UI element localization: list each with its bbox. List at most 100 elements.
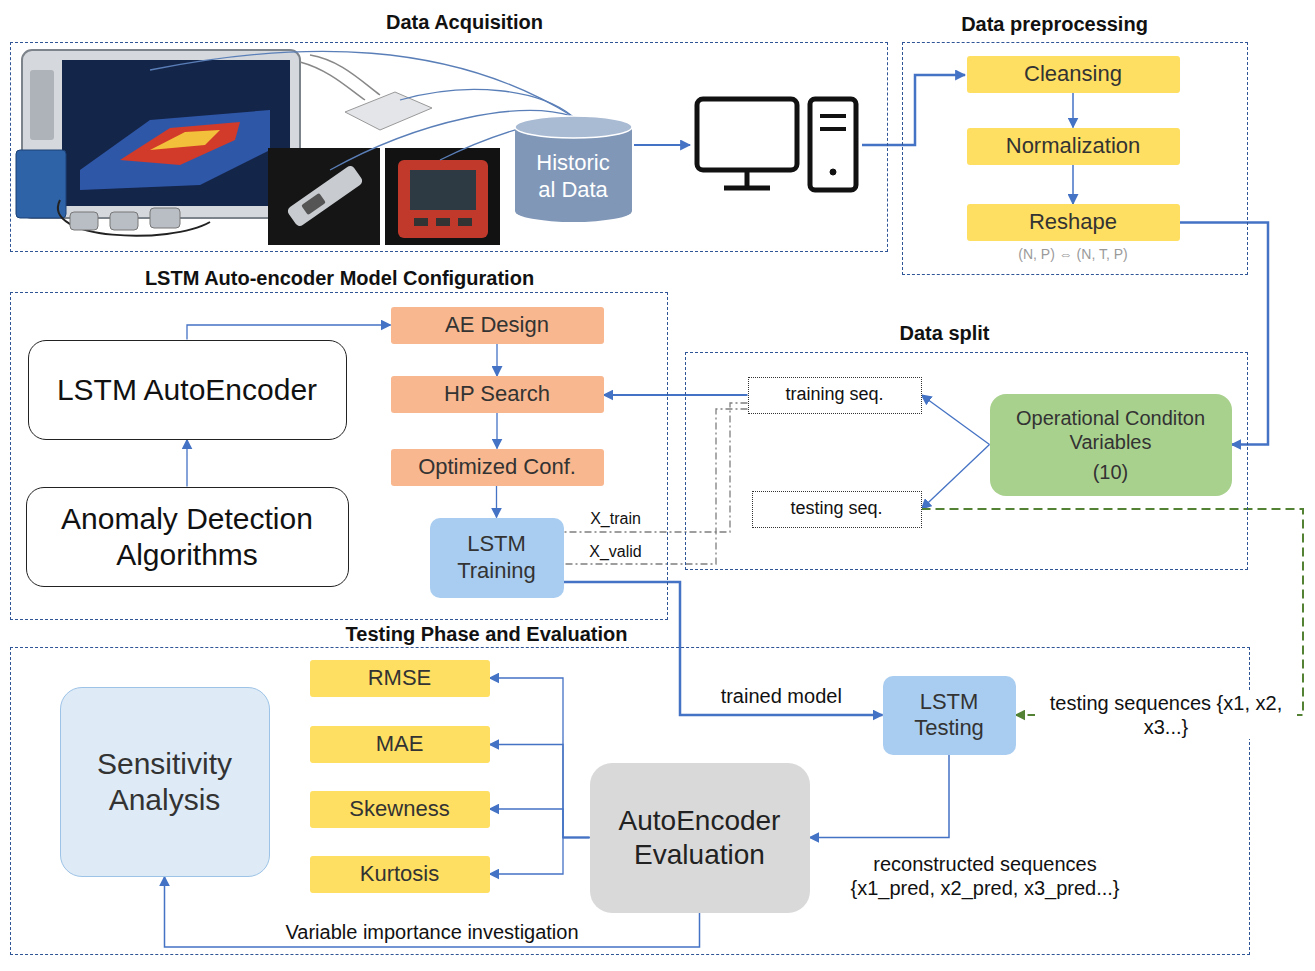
computer-tower: [810, 99, 856, 190]
connector: [922, 445, 990, 510]
process-box: Optimized Conf.: [391, 449, 604, 486]
shape-annotation: (N, P) ⇔ (N, T, P): [1016, 246, 1129, 262]
group-heading: Data preprocessing: [957, 12, 1152, 35]
flow-arrow: [862, 75, 965, 145]
connector: [187, 325, 391, 340]
group-frame: Testing Phase and EvaluationRMSEMAESensi…: [10, 647, 1250, 955]
analysis-box: Sensitivity Analysis: [60, 687, 270, 877]
cylinder-base: [515, 200, 632, 222]
box-label: Cleansing: [1024, 61, 1122, 87]
edge-label: reconstructed sequences {x1_pred, x2_pre…: [835, 852, 1135, 900]
handheld-button: [458, 218, 472, 226]
monitor-stand: [724, 186, 770, 191]
spectrum-plot: [80, 110, 270, 190]
process-box: MAE: [310, 726, 490, 763]
spectrum-plot: [150, 130, 220, 150]
box-label: Historic al Data: [526, 150, 621, 203]
edge-label: X_valid: [586, 542, 644, 561]
group-frame: LSTM Auto-encoder Model ConfigurationLST…: [10, 292, 668, 620]
group-heading: Data Acquisition: [382, 10, 547, 33]
process-box: LSTM Training: [430, 518, 564, 598]
box-label: Operational Conditon Variables: [1013, 406, 1208, 454]
box-label: AE Design: [445, 312, 549, 338]
edge-label: trained model: [718, 684, 845, 708]
box-label: Skewness: [349, 796, 449, 822]
process-box: HP Search: [391, 376, 604, 413]
tower-slot: [820, 127, 846, 131]
handheld-photo: [385, 148, 500, 245]
box-label: HP Search: [444, 381, 550, 407]
photo-ground: [385, 148, 500, 245]
monitor: [697, 99, 797, 170]
sensor-wire: [300, 62, 365, 100]
accelerometer: [110, 212, 138, 230]
variables-box: Operational Conditon Variables (10): [990, 394, 1232, 496]
cylinder-top: [515, 116, 632, 138]
group-heading: Testing Phase and Evaluation: [342, 622, 632, 645]
probe-photo: [268, 148, 380, 245]
handheld-screen: [410, 170, 476, 210]
group-frame: Data splittraining seq.Operational Condi…: [685, 352, 1248, 570]
box-label: Reshape: [1029, 209, 1117, 235]
box-label: MAE: [376, 731, 424, 757]
box-label: RMSE: [368, 665, 432, 691]
connector: [1072, 93, 1074, 128]
device-panel: [30, 70, 54, 140]
probe-body: [301, 193, 326, 215]
connector: [496, 486, 497, 518]
process-box: LSTM Testing: [883, 676, 1016, 755]
box-label: Anomaly Detection Algorithms: [37, 501, 338, 573]
device-screen: [62, 60, 290, 206]
sensor-wire: [310, 55, 380, 95]
box-label: Normalization: [1006, 133, 1141, 159]
data-cable: [150, 51, 572, 116]
connector: [1072, 165, 1074, 205]
sequence-box: testing seq.: [752, 491, 922, 528]
box-label: Optimized Conf.: [418, 454, 576, 480]
group-heading: Data split: [895, 321, 993, 344]
module-box: LSTM AutoEncoder: [28, 340, 347, 440]
process-box: Normalization: [967, 128, 1180, 165]
connector: [564, 409, 748, 564]
group-frame: Data preprocessingCleansingNormalization…: [902, 42, 1248, 275]
evaluation-box: AutoEncoder Evaluation: [590, 763, 810, 913]
box-label: LSTM Training: [440, 531, 554, 584]
data-cable: [400, 89, 572, 116]
connector: [604, 394, 748, 396]
process-box: Kurtosis: [310, 856, 490, 893]
box-label: training seq.: [785, 384, 883, 406]
handheld-button: [414, 218, 428, 226]
connector: [186, 440, 187, 487]
module-box: Anomaly Detection Algorithms: [26, 487, 349, 587]
spectrum-plot: [120, 122, 240, 165]
box-label: LSTM AutoEncoder: [57, 372, 317, 408]
monitor-stand: [745, 172, 750, 186]
computer-icon: [697, 99, 856, 190]
connector: [564, 582, 883, 715]
connector: [490, 678, 590, 838]
process-box: RMSE: [310, 660, 490, 697]
photo-ground: [268, 148, 380, 245]
process-box: AE Design: [391, 307, 604, 344]
connector: [496, 413, 497, 449]
connector: [810, 755, 950, 838]
sensor-cable: [58, 200, 210, 236]
sequence-box: training seq.: [748, 377, 922, 414]
accelerometer: [150, 208, 180, 228]
handheld-button: [436, 218, 450, 226]
analyzer-device: [16, 50, 300, 236]
box-label: testing seq.: [790, 498, 882, 520]
connector: [496, 344, 497, 377]
power-button: [830, 169, 836, 175]
box-label: Kurtosis: [360, 861, 439, 887]
process-box: Reshape: [967, 204, 1180, 241]
cylinder-body: [515, 127, 632, 211]
connector: [490, 838, 590, 875]
box-label: (10): [1093, 460, 1129, 484]
group-frame: Data AcquisitionHistoric al Data: [10, 42, 888, 252]
process-box: Skewness: [310, 791, 490, 828]
edge-label: testing sequences {x1, x2, x3...}: [1035, 691, 1297, 739]
plate-sensor: [300, 55, 432, 130]
box-label: LSTM Testing: [893, 689, 1006, 742]
